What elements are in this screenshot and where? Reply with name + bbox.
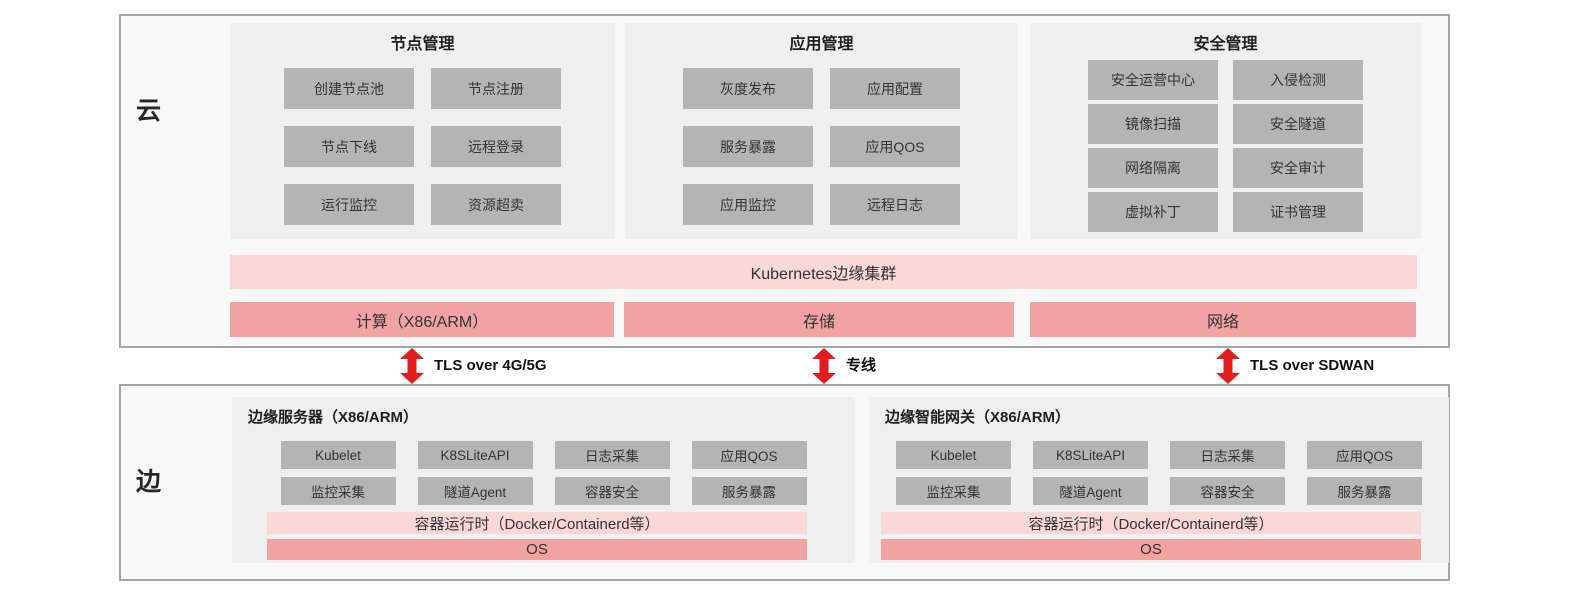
module-button-remote-login: 远程登录 [431,126,561,167]
module-button-kubelet: Kubelet [280,441,396,469]
module-button-app-qos: 应用QOS [1307,441,1422,469]
panel-security-management: 安全管理 安全运营中心 入侵检测 镜像扫描 安全隧道 网络隔离 安全审计 虚拟补… [1030,23,1421,239]
module-button-resource-oversell: 资源超卖 [431,184,561,225]
container-runtime-bar: 容器运行时（Docker/Containerd等） [881,512,1421,534]
double-arrow-icon [1216,348,1240,384]
panel-node-management-title: 节点管理 [390,36,455,53]
container-runtime-bar: 容器运行时（Docker/Containerd等） [267,512,807,534]
module-button-app-monitor: 应用监控 [683,184,813,225]
module-button-monitor-collect: 监控采集 [896,477,1011,505]
security-management-button-grid: 安全运营中心 入侵检测 镜像扫描 安全隧道 网络隔离 安全审计 虚拟补丁 证书管… [1030,60,1421,232]
module-button-log-collect: 日志采集 [1170,441,1285,469]
module-button-k8slite-api: K8SLiteAPI [1033,441,1148,469]
module-button-network-isolation: 网络隔离 [1088,148,1218,188]
link-label-tls-sdwan: TLS over SDWAN [1250,357,1375,374]
module-button-tunnel-agent: 隧道Agent [417,477,533,505]
module-button-remote-log: 远程日志 [830,184,960,225]
module-button-secure-tunnel: 安全隧道 [1233,104,1363,144]
module-button-gray-release: 灰度发布 [683,68,813,109]
cloud-section-label: 云 [136,97,162,125]
module-button-service-expose: 服务暴露 [683,126,813,167]
module-button-security-audit: 安全审计 [1233,148,1363,188]
edge-section-label: 边 [136,468,162,496]
module-button-image-scan: 镜像扫描 [1088,104,1218,144]
module-button-tunnel-agent: 隧道Agent [1033,477,1148,505]
module-button-container-security: 容器安全 [1170,477,1285,505]
panel-node-management: 节点管理 创建节点池 节点注册 节点下线 远程登录 运行监控 资源超卖 [230,23,615,239]
panel-edge-server-title: 边缘服务器（X86/ARM） [248,409,419,426]
app-management-button-grid: 灰度发布 应用配置 服务暴露 应用QOS 应用监控 远程日志 [625,68,1018,225]
resource-bar-compute: 计算（X86/ARM） [230,302,614,337]
module-button-security-operation-center: 安全运营中心 [1088,60,1218,100]
module-button-certificate-management: 证书管理 [1233,192,1363,232]
os-bar: OS [881,539,1421,560]
module-button-node-offline: 节点下线 [284,126,414,167]
os-bar: OS [267,539,807,560]
panel-edge-gateway: 边缘智能网关（X86/ARM） Kubelet K8SLiteAPI 日志采集 … [869,397,1449,563]
node-management-button-grid: 创建节点池 节点注册 节点下线 远程登录 运行监控 资源超卖 [230,68,615,225]
link-label-dedicated-line: 专线 [846,357,877,374]
module-button-app-qos: 应用QOS [691,441,807,469]
module-button-app-qos: 应用QOS [830,126,960,167]
module-button-service-expose: 服务暴露 [691,477,807,505]
panel-security-management-title: 安全管理 [1193,36,1258,53]
module-button-kubelet: Kubelet [896,441,1011,469]
module-button-container-security: 容器安全 [554,477,670,505]
module-button-node-register: 节点注册 [431,68,561,109]
double-arrow-icon [812,348,836,384]
panel-app-management: 应用管理 灰度发布 应用配置 服务暴露 应用QOS 应用监控 远程日志 [625,23,1018,239]
kubernetes-edge-cluster-bar: Kubernetes边缘集群 [230,255,1417,289]
module-button-log-collect: 日志采集 [554,441,670,469]
module-button-service-expose: 服务暴露 [1307,477,1422,505]
module-button-create-node-pool: 创建节点池 [284,68,414,109]
resource-bar-storage: 存储 [624,302,1014,337]
panel-app-management-title: 应用管理 [789,36,854,53]
panel-edge-server: 边缘服务器（X86/ARM） Kubelet K8SLiteAPI 日志采集 应… [232,397,855,563]
panel-edge-gateway-title: 边缘智能网关（X86/ARM） [885,409,1071,426]
module-button-k8slite-api: K8SLiteAPI [417,441,533,469]
link-label-tls-4g5g: TLS over 4G/5G [434,357,547,374]
edge-server-button-grid: Kubelet K8SLiteAPI 日志采集 应用QOS 监控采集 隧道Age… [232,441,855,505]
module-button-run-monitor: 运行监控 [284,184,414,225]
module-button-virtual-patch: 虚拟补丁 [1088,192,1218,232]
module-button-intrusion-detection: 入侵检测 [1233,60,1363,100]
edge-gateway-button-grid: Kubelet K8SLiteAPI 日志采集 应用QOS 监控采集 隧道Age… [869,441,1449,505]
module-button-app-config: 应用配置 [830,68,960,109]
resource-bar-network: 网络 [1030,302,1416,337]
double-arrow-icon [400,348,424,384]
module-button-monitor-collect: 监控采集 [280,477,396,505]
